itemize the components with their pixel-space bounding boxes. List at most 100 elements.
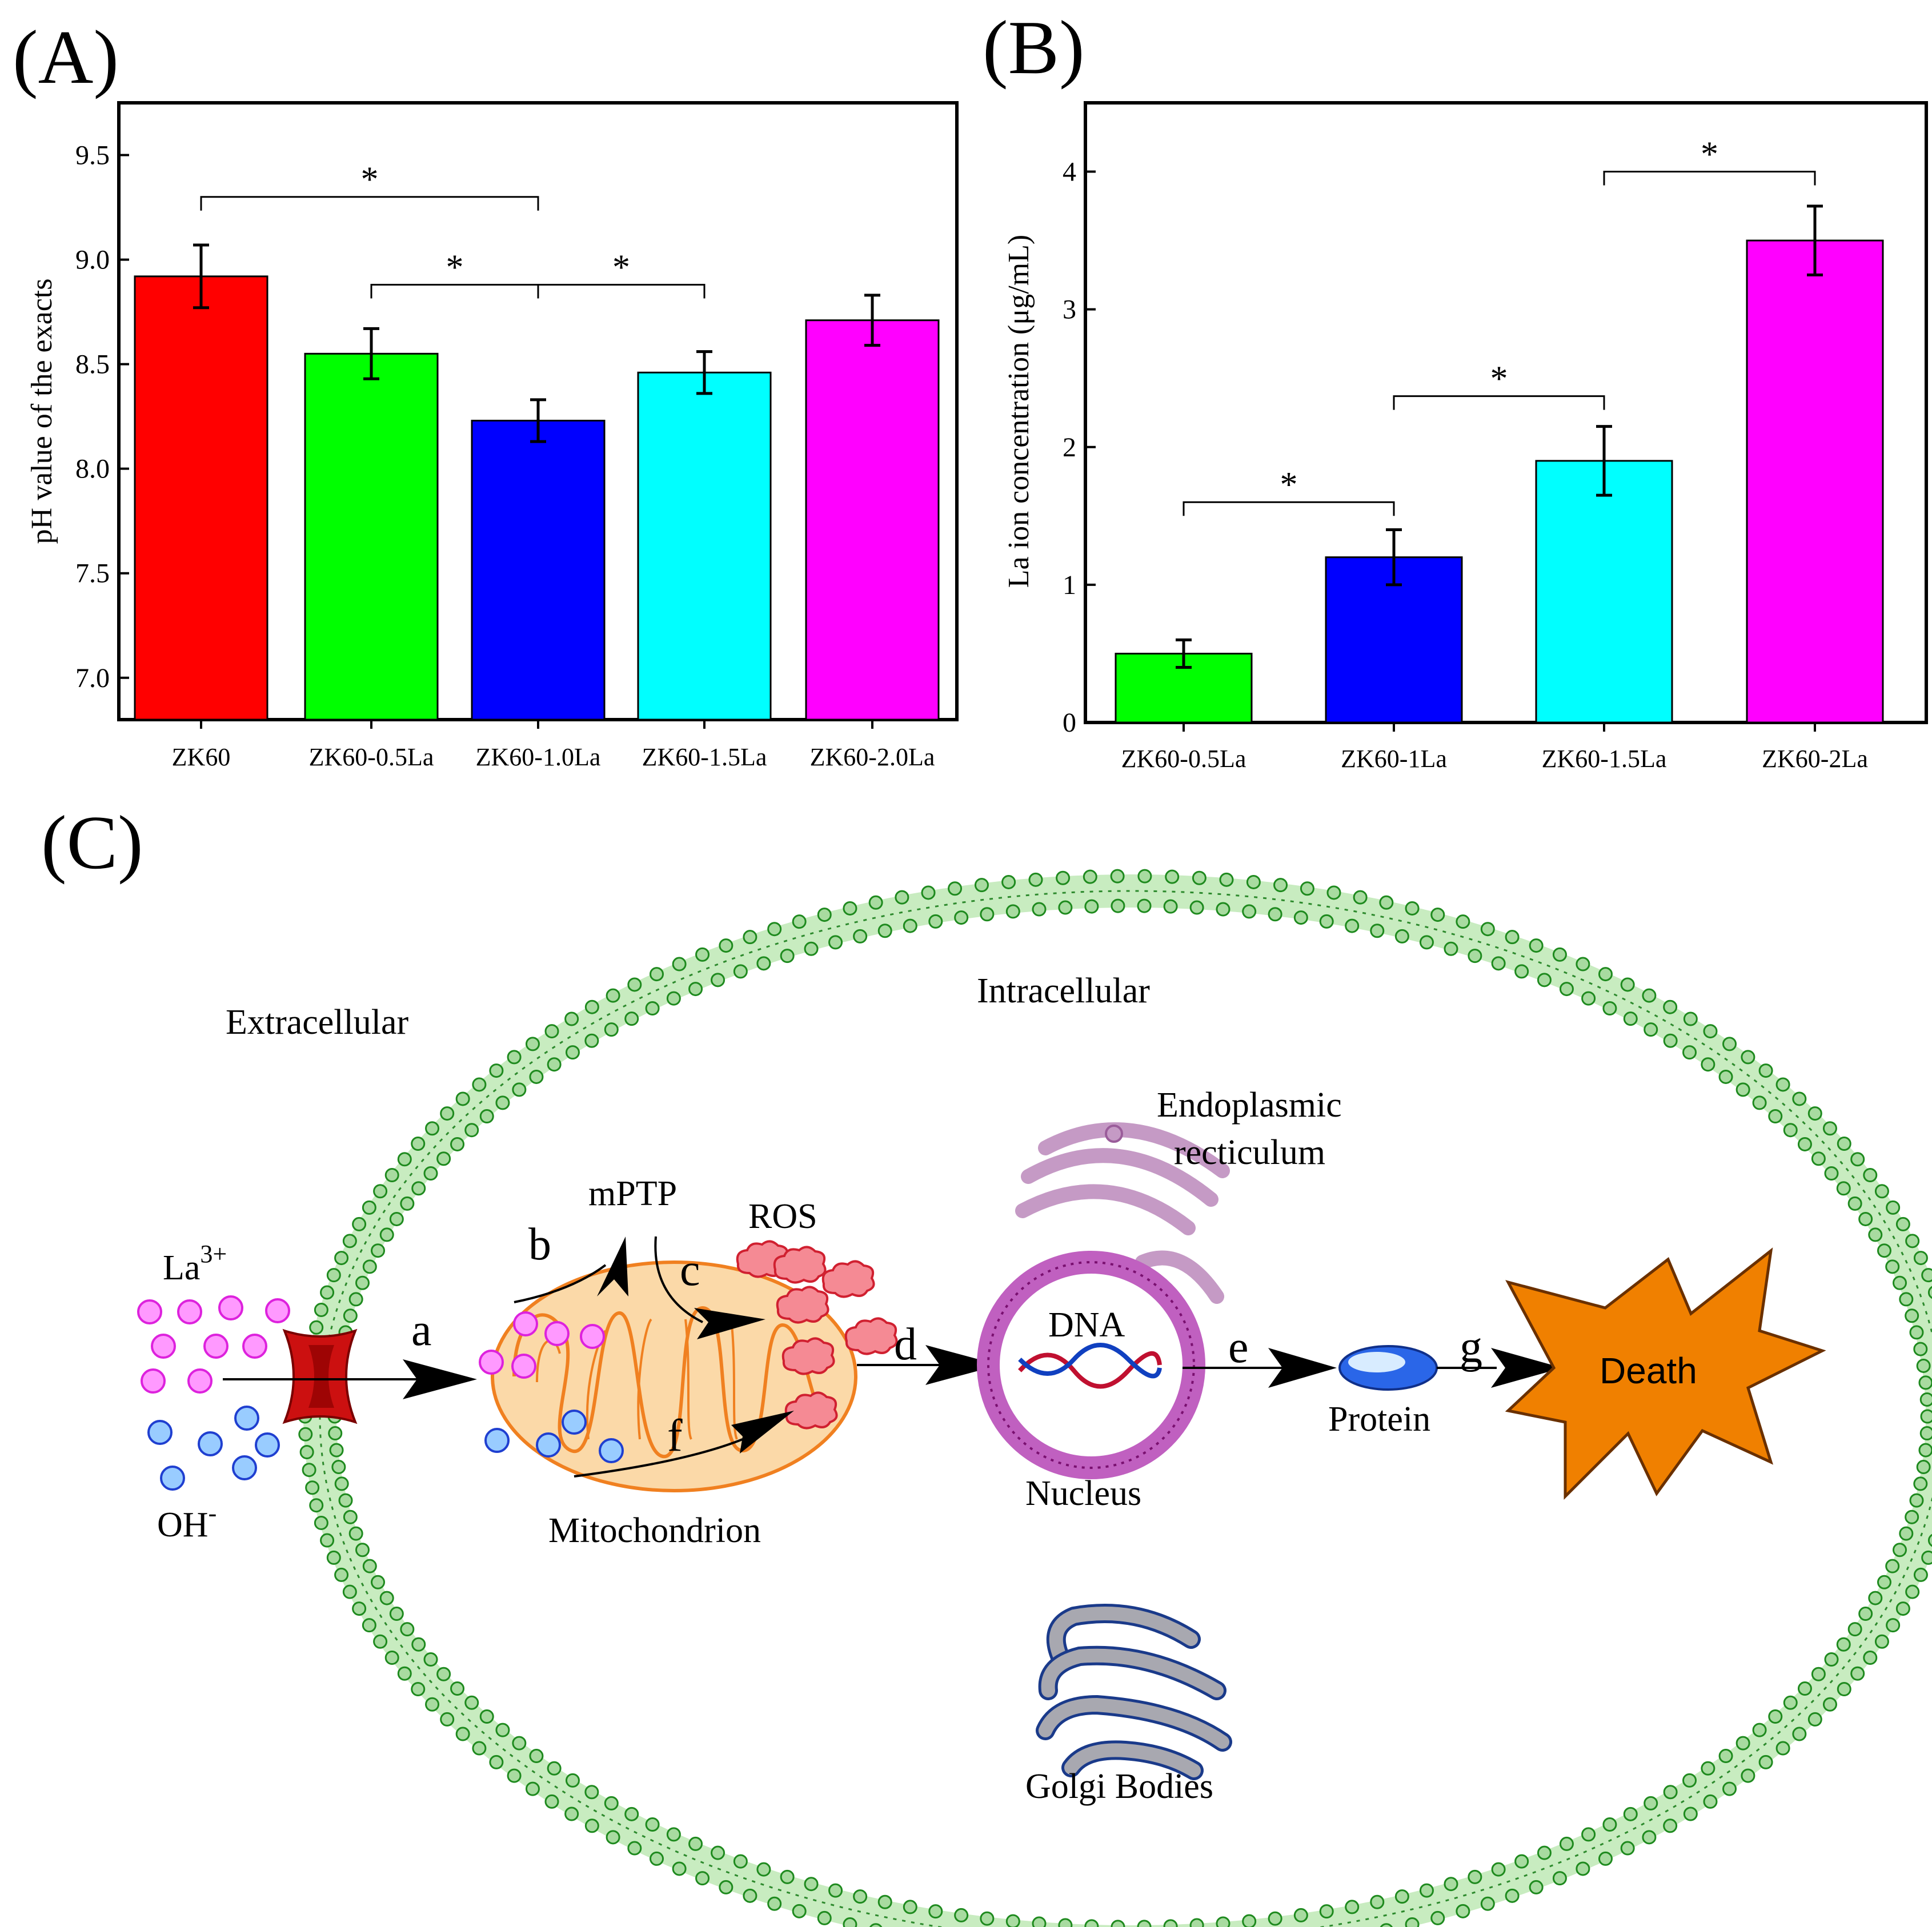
membrane-lipid-head — [1895, 1217, 1910, 1231]
membrane-lipid-head — [1345, 918, 1360, 933]
oh-ion — [484, 1428, 510, 1453]
arrow-g-head — [1491, 1348, 1562, 1388]
membrane-lipid-head — [1370, 1894, 1385, 1909]
chart-b-ytick-label: 0 — [1063, 708, 1076, 738]
membrane-lipid-head — [489, 1063, 504, 1078]
chart-a-ytick-label: 8.5 — [75, 350, 110, 380]
membrane-lipid-head — [1216, 1916, 1230, 1927]
membrane-lipid-head — [645, 1001, 660, 1016]
membrane-lipid-head — [733, 964, 748, 979]
membrane-lipid-head — [1905, 1510, 1919, 1524]
membrane-lipid-head — [479, 1109, 494, 1124]
membrane-lipid-head — [1868, 1227, 1883, 1242]
membrane-lipid-head — [1741, 1050, 1755, 1065]
membrane-lipid-head — [624, 1011, 639, 1026]
endoplasmic-reticulum — [1015, 1122, 1230, 1304]
chart-a-ylabel: pH value of the exacts — [26, 279, 58, 544]
ros-cloud — [784, 1391, 838, 1430]
chart-a: pH value of the exacts 7.07.58.08.59.09.… — [26, 101, 959, 771]
oh-ion — [562, 1410, 587, 1435]
membrane-lipid-head — [329, 1443, 344, 1458]
membrane-lipid-head — [1703, 1794, 1718, 1809]
membrane-lipid-head — [1718, 1069, 1733, 1084]
membrane-lipid-head — [489, 1755, 504, 1769]
membrane-lipid-head — [529, 1749, 544, 1764]
panel-c-label: (C) — [41, 800, 143, 885]
membrane-lipid-head — [1701, 1761, 1715, 1776]
membrane-lipid-head — [305, 1480, 320, 1495]
chart-a-ytick-label: 7.0 — [75, 663, 110, 693]
membrane-lipid-head — [1682, 1773, 1697, 1788]
membrane-lipid-head — [355, 1543, 370, 1557]
membrane-lipid-head — [1893, 1275, 1907, 1290]
membrane-lipid-head — [688, 982, 703, 997]
chart-a-bar — [471, 419, 606, 721]
membrane-lipid-head — [650, 967, 664, 982]
membrane-lipid-head — [1837, 1136, 1851, 1151]
membrane-lipid-head — [1005, 1914, 1020, 1927]
oh-ion — [599, 1438, 624, 1463]
membrane-lipid-head — [903, 918, 917, 933]
membrane-lipid-head — [756, 956, 771, 971]
membrane-lipid-head — [389, 1607, 404, 1621]
membrane-lipid-head — [853, 929, 868, 944]
la-ions-mito — [479, 1311, 605, 1379]
membrane-lipid-head — [1913, 1342, 1928, 1356]
chart-a-significance-star: * — [612, 248, 630, 287]
membrane-lipid-head — [544, 1794, 559, 1809]
membrane-lipid-head — [1537, 973, 1552, 987]
membrane-lipid-head — [903, 1900, 917, 1914]
membrane-lipid-head — [1877, 1243, 1891, 1258]
membrane-lipid-head — [666, 1827, 681, 1842]
protein-label: Protein — [1328, 1400, 1430, 1439]
membrane-lipid-head — [1326, 885, 1341, 900]
membrane-lipid-head — [1480, 1896, 1495, 1911]
membrane-lipid-head — [1837, 1682, 1851, 1697]
arrow-d-head — [925, 1345, 1000, 1385]
membrane-lipid-head — [1899, 1526, 1914, 1541]
chart-a-bar — [805, 319, 940, 721]
arrow-e-head — [1268, 1348, 1337, 1388]
membrane-lipid-head — [507, 1768, 522, 1783]
membrane-lipid-head — [1886, 1618, 1901, 1633]
membrane-lipid-head — [780, 1869, 795, 1884]
oh-ions-extracellular — [147, 1406, 280, 1491]
membrane-lipid-head — [1165, 869, 1180, 884]
membrane-lipid-head — [1110, 869, 1125, 884]
membrane-lipid-head — [1850, 1666, 1865, 1681]
membrane-lipid-head — [1620, 977, 1635, 992]
oh-ion — [232, 1455, 257, 1480]
arrow-c-head — [694, 1308, 765, 1339]
oh-ion-label: OH- — [157, 1499, 217, 1544]
membrane-lipid-head — [1847, 1622, 1862, 1637]
membrane-lipid-head — [1822, 1121, 1837, 1136]
membrane-lipid-head — [853, 1889, 868, 1904]
membrane-lipid-head — [1850, 1152, 1865, 1167]
membrane-lipid-head — [627, 977, 642, 992]
membrane-lipid-head — [1918, 1375, 1932, 1390]
cell-membrane-beads — [298, 869, 1932, 1927]
chart-b-significance-bracket — [1393, 395, 1605, 410]
chart-a-category-label: ZK60 — [172, 743, 231, 771]
membrane-lipid-head — [309, 1320, 324, 1335]
membrane-lipid-head — [948, 881, 963, 896]
membrane-lipid-head — [507, 1050, 522, 1065]
membrane-lipid-head — [1598, 1851, 1613, 1866]
membrane-lipid-head — [1319, 1904, 1334, 1919]
chart-a-significance-bracket — [200, 196, 539, 211]
membrane-lipid-head — [1529, 938, 1544, 953]
membrane-lipid-head — [1797, 1137, 1812, 1151]
membrane-lipid-head — [817, 908, 832, 922]
membrane-lipid-head — [1722, 1037, 1737, 1051]
membrane-lipid-head — [1192, 870, 1207, 885]
membrane-lipid-head — [954, 910, 969, 925]
membrane-lipid-head — [389, 1211, 404, 1226]
membrane-lipid-head — [525, 1037, 540, 1051]
membrane-lipid-head — [672, 1861, 687, 1876]
membrane-lipid-head — [455, 1091, 470, 1106]
membrane-lipid-head — [1273, 878, 1288, 893]
chart-b-significance-star: * — [1490, 360, 1508, 399]
membrane-lipid-head — [1456, 1904, 1470, 1918]
membrane-lipid-head — [362, 1618, 376, 1633]
ros-cloud — [781, 1337, 835, 1375]
